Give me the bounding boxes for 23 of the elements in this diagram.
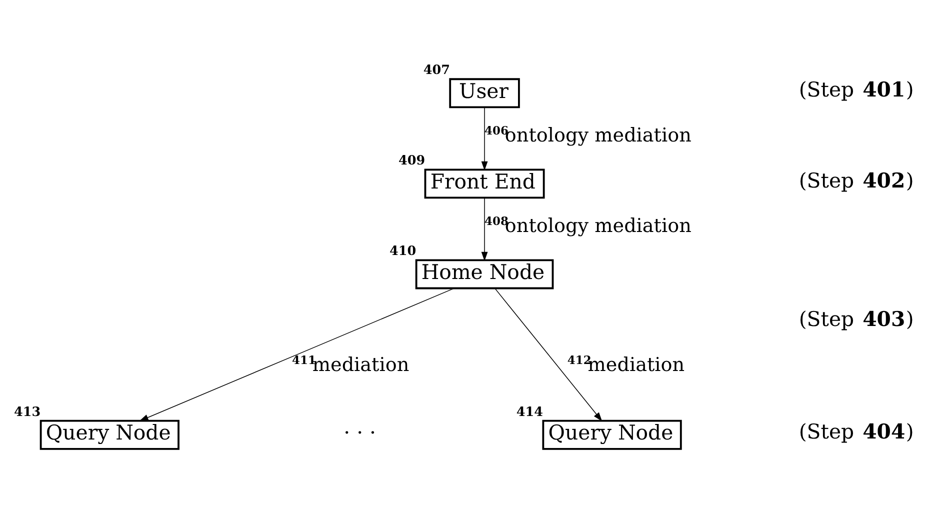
arrow (139, 288, 454, 422)
node-label: 410 (390, 244, 416, 260)
node-label: 409 (398, 154, 426, 169)
arrow (494, 288, 602, 422)
node-box: Query Node (40, 420, 180, 450)
node-label: 407 (423, 63, 450, 78)
edge-label: $^{412}$mediation (567, 353, 685, 376)
node-box: Front End (424, 168, 545, 199)
label: · · · (344, 420, 376, 445)
label: (Step 401) (798, 78, 914, 102)
node-label: 413 (14, 404, 41, 420)
node-box: Query Node (542, 420, 682, 450)
label: (Step 403) (798, 307, 914, 332)
node-box: User (449, 78, 520, 108)
edge-label: $^{406}$ontology mediation (484, 124, 692, 147)
label: (Step 402) (798, 168, 914, 192)
edge-label: $^{411}$mediation (292, 353, 410, 376)
node-box: Home Node (415, 259, 554, 290)
arrow (481, 107, 488, 171)
label: (Step 404) (798, 419, 914, 444)
arrow (481, 198, 488, 262)
node-label: 414 (516, 404, 544, 420)
edge-label: $^{408}$ontology mediation (484, 214, 692, 238)
